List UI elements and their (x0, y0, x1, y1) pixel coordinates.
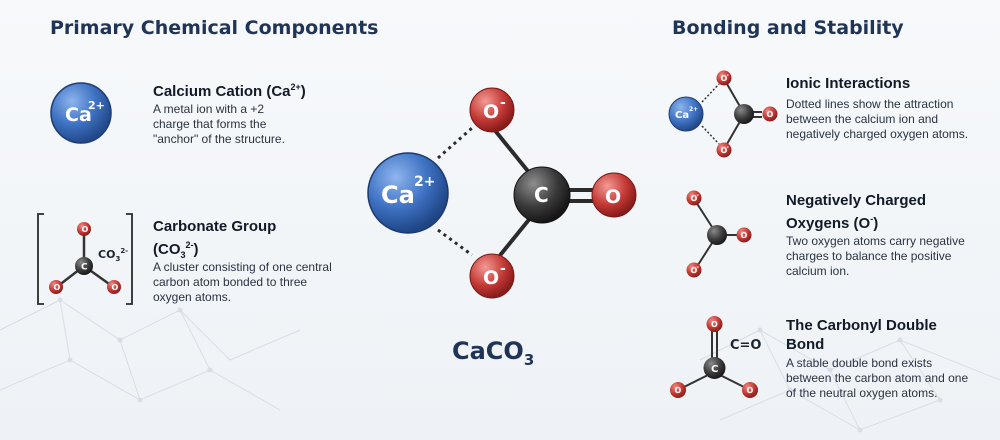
ionic-icon-o-right: O (767, 110, 774, 119)
calcium-cation-description: A metal ion with a +2 charge that forms … (153, 102, 285, 146)
neg-icon-o-top: O (691, 194, 698, 203)
carbonate-icon-formula: CO32- (98, 247, 128, 263)
carbonate-group-title: Carbonate Group(CO32-) (153, 218, 277, 260)
oxygen-top-atom (469, 87, 515, 133)
neg-icon-o-bottom-charge: - (697, 264, 700, 271)
carbonyl-double-bond-icon: O C O O C=O (670, 316, 761, 398)
ionic-icon-o-bottom-charge: - (727, 144, 730, 151)
neg-icon-o-bottom: O (691, 266, 698, 275)
ionic-interactions-icon: Ca 2+ O - O - O (668, 70, 778, 158)
oxygen-top-charge: - (500, 95, 506, 111)
ionic-icon-o-bottom: O (721, 146, 728, 155)
carbonyl-icon-o-top: O (711, 320, 718, 329)
carbonate-group-description: A cluster consisting of one central carb… (153, 260, 332, 304)
calcium-atom (367, 152, 449, 234)
calcium-icon-charge: 2+ (88, 99, 105, 112)
carbon-atom (513, 166, 571, 224)
calcium-atom-label: Ca (381, 181, 415, 209)
oxygen-right-atom (591, 172, 637, 218)
neg-icon-o-top-charge: - (697, 192, 700, 199)
carbonyl-description: A stable double bond exists between the … (786, 356, 969, 400)
oxygen-right-label: O (605, 186, 621, 208)
carbonate-group-icon: O O O C CO32- (37, 213, 133, 305)
carbon-atom-label: C (534, 183, 549, 207)
ionic-icon-o-top-charge: - (727, 72, 730, 79)
calcium-cation-title: Calcium Cation (Ca2+) (153, 82, 306, 100)
oxygen-top-label: O (483, 101, 499, 123)
negative-oxygens-description: Two oxygen atoms carry negative charges … (786, 234, 965, 278)
carbonyl-icon-c: C (711, 364, 718, 375)
calcium-carbonate-molecule: Ca 2+ O - O - C O (367, 87, 637, 299)
calcium-ion-icon: Ca 2+ (50, 82, 112, 144)
ionic-icon-ca: Ca (675, 110, 689, 121)
oxygen-bottom-label: O (483, 267, 499, 289)
carbonate-icon-o-right: O (112, 283, 119, 292)
right-section-heading: Bonding and Stability (672, 17, 904, 39)
left-section-heading: Primary Chemical Components (50, 17, 379, 39)
ionic-bond-top (437, 126, 473, 160)
ionic-interactions-title: Ionic Interactions (786, 75, 911, 92)
neg-icon-o-right: O (741, 231, 748, 240)
oxygen-bottom-atom (469, 253, 515, 299)
carbonyl-icon-o-right: O (747, 386, 754, 395)
calcium-atom-charge: 2+ (414, 174, 435, 190)
carbonyl-icon-o-left: O (675, 386, 682, 395)
carbonyl-icon-label: C=O (730, 338, 761, 353)
oxygen-bottom-charge: - (500, 261, 506, 277)
carbonate-icon-o-top: O (82, 225, 89, 234)
carbonate-icon-o-left: O (54, 283, 61, 292)
right-bracket (126, 213, 133, 305)
ionic-icon-o-top: O (721, 74, 728, 83)
chemical-formula: CaCO3 (452, 337, 535, 369)
ionic-bond-bottom (437, 228, 473, 257)
carbonate-icon-c: C (81, 263, 88, 273)
calcium-icon-label: Ca (65, 104, 92, 126)
left-bracket (37, 213, 44, 305)
negative-oxygens-icon: O - O - O (686, 190, 752, 278)
ionic-icon-ca-charge: 2+ (689, 106, 698, 113)
ionic-interactions-description: Dotted lines show the attraction between… (786, 97, 969, 141)
